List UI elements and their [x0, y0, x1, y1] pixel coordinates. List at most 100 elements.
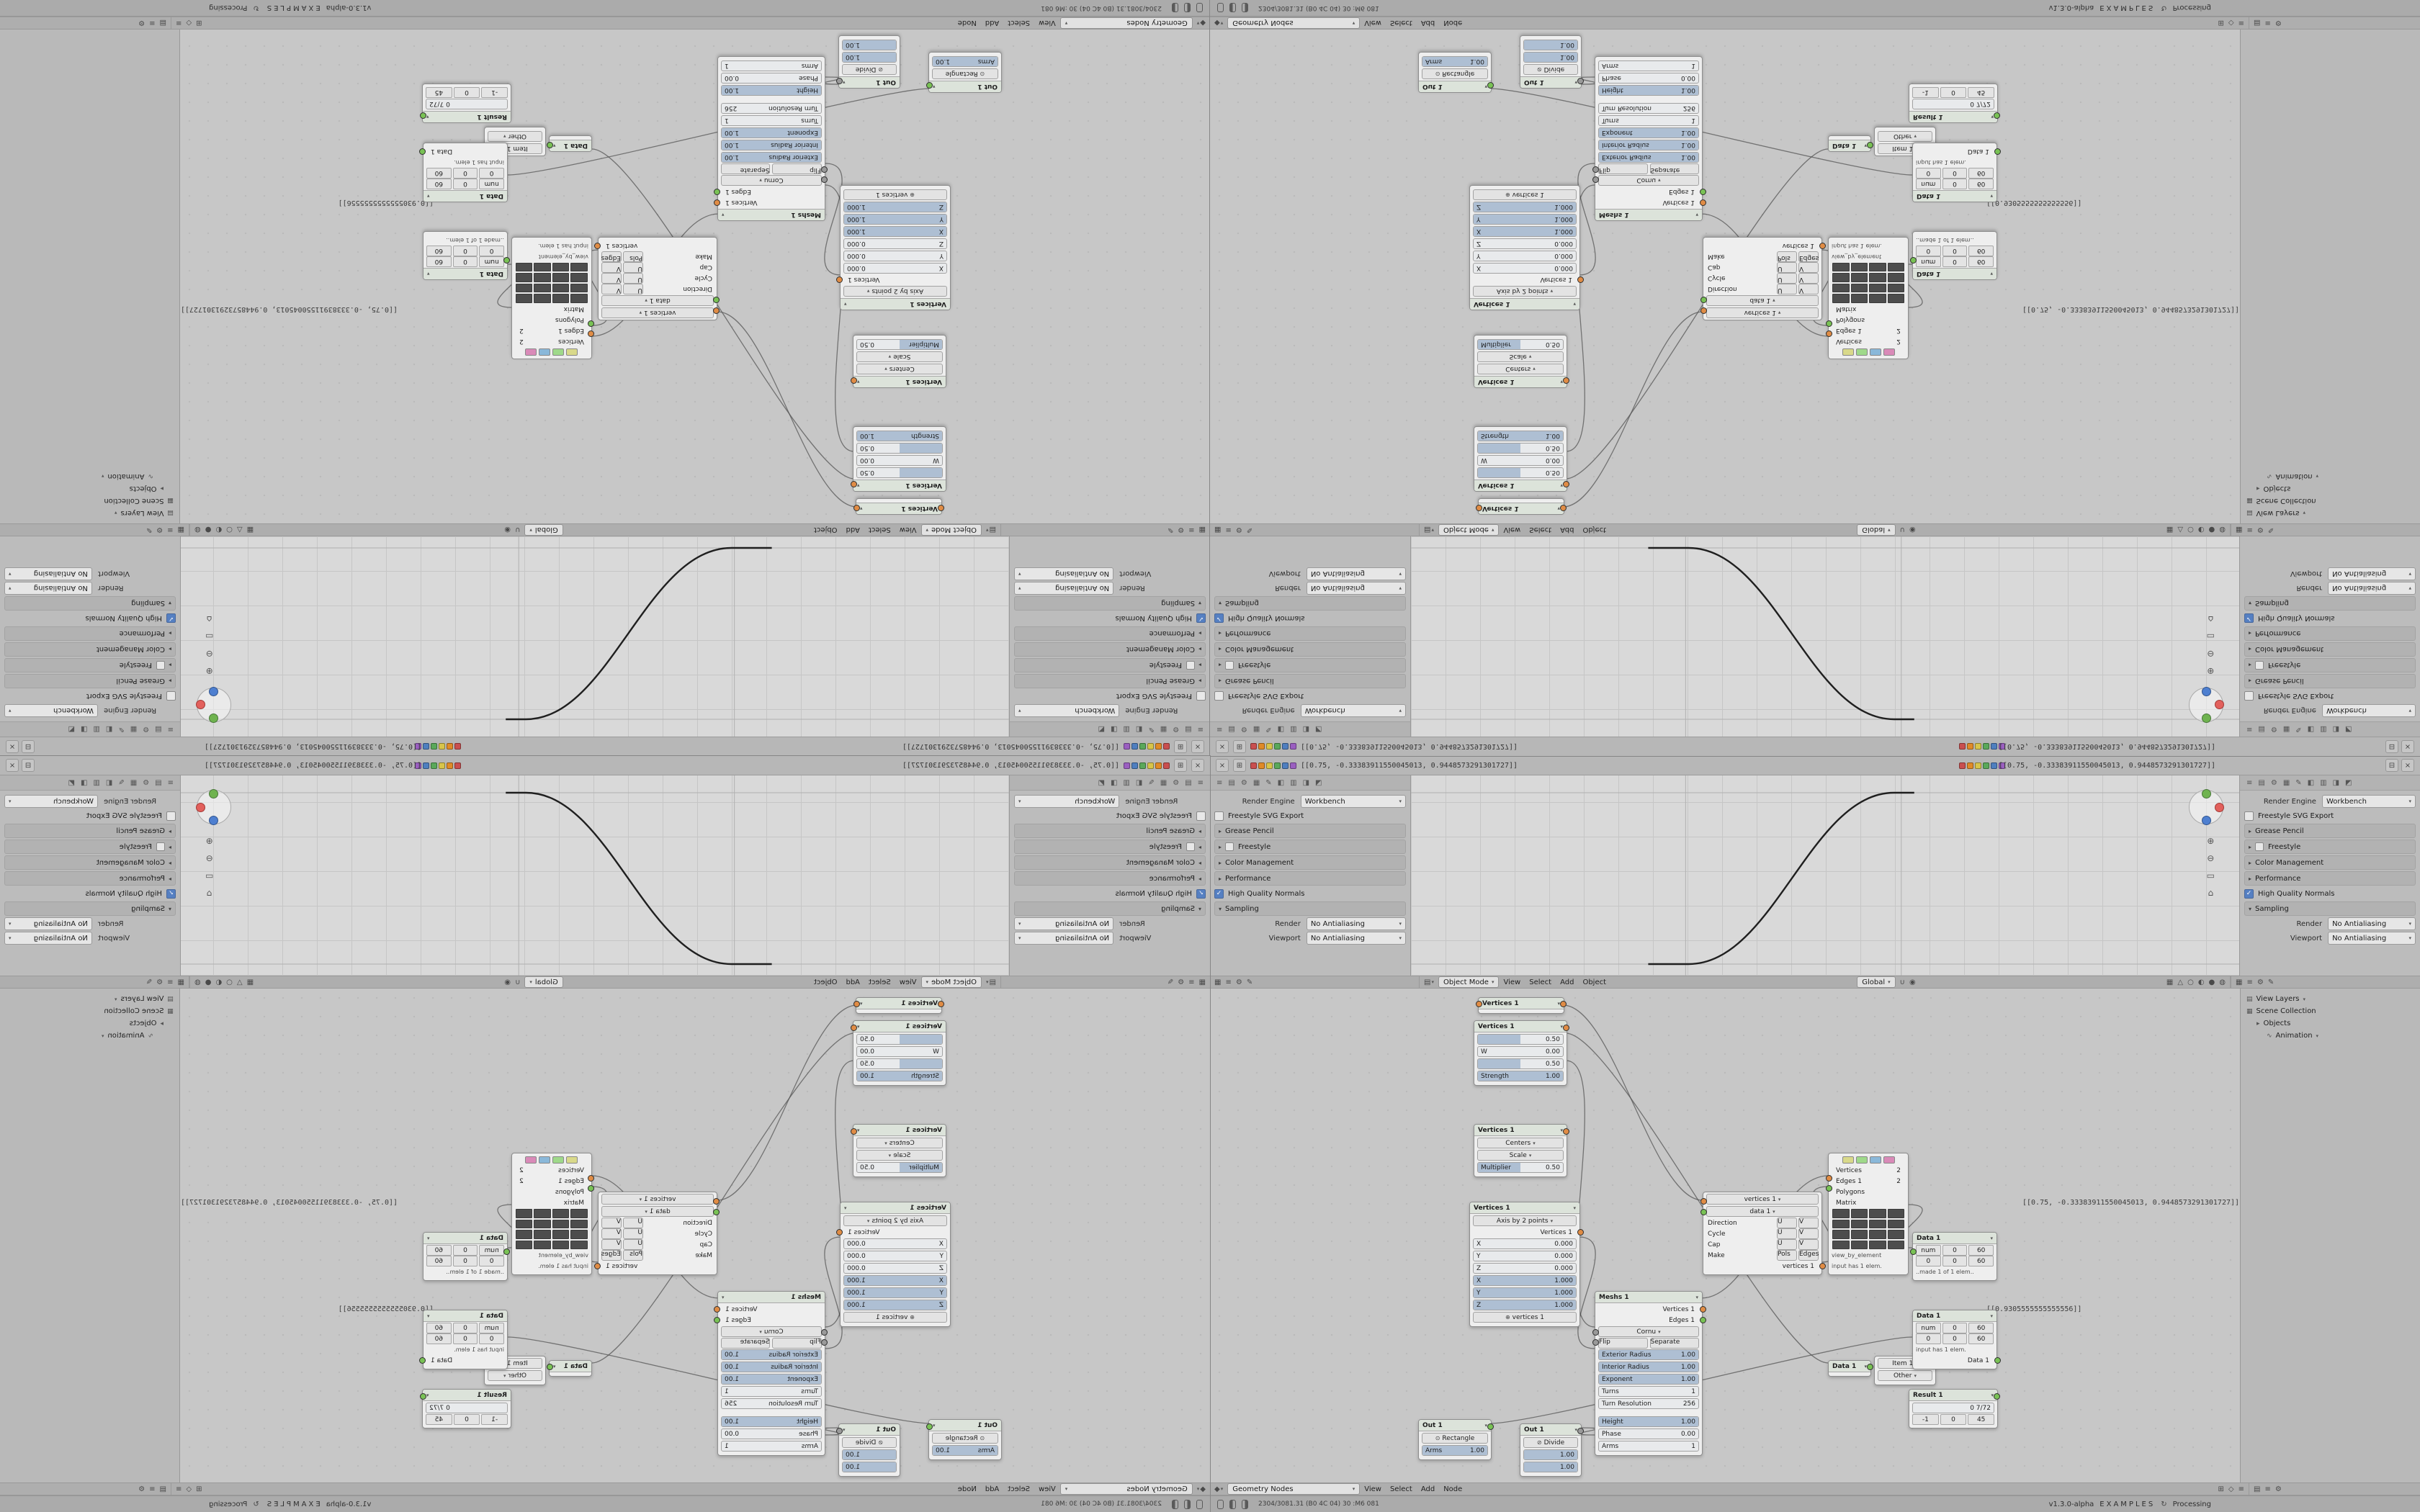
seg-option[interactable]: Pols	[1777, 251, 1797, 262]
triple-cell[interactable]: 0	[452, 256, 478, 267]
properties-tab-icon[interactable]: ◩	[1315, 778, 1322, 787]
swatch-cell[interactable]	[570, 1209, 588, 1218]
viewport-toggle-icon[interactable]: ◍	[194, 526, 201, 534]
node-editor-toggle-icon[interactable]: ⊞	[196, 19, 202, 27]
node-dropdown[interactable]: Scale▾	[1477, 351, 1564, 362]
properties-tab-icon[interactable]: ▦	[2282, 725, 2290, 734]
swatch-cell[interactable]	[552, 273, 570, 282]
node-add-button[interactable]: ⊕vertices 1	[843, 189, 947, 200]
prop-section-header[interactable]: ▸Color Management	[2244, 642, 2416, 657]
properties-tab-icon[interactable]: ▤	[1228, 725, 1235, 734]
swatch-cell[interactable]	[516, 284, 533, 293]
color-swatch[interactable]	[1855, 1156, 1868, 1164]
properties-tab-icon[interactable]: ◩	[68, 778, 75, 787]
swatch-cell[interactable]	[1869, 1240, 1886, 1249]
curve-object[interactable]	[506, 791, 772, 966]
checkbox-icon[interactable]	[1196, 691, 1206, 701]
checkbox-icon[interactable]: ✓	[166, 613, 176, 624]
menu-node[interactable]: Node	[957, 1485, 977, 1493]
swatch-cell[interactable]	[1832, 1219, 1850, 1228]
node-dropdown[interactable]: Centers▾	[1477, 1138, 1564, 1148]
properties-header-icon[interactable]: ▦	[1214, 978, 1222, 986]
triple-cell[interactable]: 0	[452, 1245, 478, 1256]
prop-section-header[interactable]: ▸Color Management	[4, 855, 176, 870]
close-icon[interactable]: ×	[1216, 740, 1229, 753]
viewport-toggle-icon[interactable]: ▦	[246, 978, 254, 986]
close-icon[interactable]: ×	[1216, 759, 1229, 772]
menu-view[interactable]: View	[1503, 978, 1521, 986]
node-dropdown[interactable]: Other▾	[1878, 131, 1932, 142]
outliner-row[interactable]: ▸Objects	[2241, 1017, 2420, 1030]
properties-tab-icon[interactable]: ⚙	[143, 778, 150, 787]
triple-cell[interactable]: -1	[481, 1414, 508, 1425]
node-value-slider[interactable]: 1.00	[1523, 52, 1578, 63]
properties-tab-icon[interactable]: ▦	[130, 725, 138, 734]
triple-cell[interactable]: 0	[1940, 1414, 1967, 1425]
mode-dropdown[interactable]: Object Mode ▾	[1438, 524, 1500, 536]
prop-value-dropdown[interactable]: No Antialiasing▾	[4, 917, 92, 930]
node-value-slider[interactable]: 1.00	[842, 1462, 897, 1472]
viewport-toggle-icon[interactable]: △	[236, 978, 243, 986]
swatch-cell[interactable]	[534, 294, 551, 303]
grid-icon[interactable]: ⊞	[1174, 740, 1187, 753]
node-dropdown[interactable]: Centers▾	[856, 1138, 943, 1148]
color-swatch[interactable]	[539, 1156, 551, 1164]
viewport-nav-icon[interactable]: ▭	[2206, 631, 2215, 642]
color-swatch[interactable]	[566, 1156, 578, 1164]
axis-z-dot[interactable]	[209, 816, 218, 825]
viewport-toggle-icon[interactable]: ○	[226, 526, 233, 534]
viewport-nav-icon[interactable]: ⌂	[206, 614, 212, 624]
node-editor-toggle-icon[interactable]: ≡	[2238, 1485, 2244, 1493]
node-value-slider[interactable]: 0.50	[1477, 467, 1564, 478]
triple-cell[interactable]: 0	[1916, 1333, 1941, 1344]
snap-icon[interactable]: ∪	[515, 526, 521, 534]
triple-cell[interactable]: num	[1916, 256, 1941, 267]
swatch-cell[interactable]	[1869, 263, 1886, 272]
checkbox-icon[interactable]	[1225, 661, 1234, 670]
prop-section-header[interactable]: ▸Freestyle	[1214, 658, 1406, 672]
properties-tab-icon[interactable]: ◨	[1110, 778, 1118, 787]
swatch-cell[interactable]	[1869, 294, 1886, 303]
prop-section-header[interactable]: ▾Sampling	[4, 596, 176, 611]
node-value-slider[interactable]: 0.50	[1477, 443, 1564, 454]
node-n1[interactable]: Vertices 1▾	[1476, 498, 1567, 515]
prop-checkbox-row[interactable]: Freestyle SVG Export	[2244, 809, 2416, 822]
prop-value-dropdown[interactable]: No Antialiasing▾	[2328, 582, 2416, 595]
swatch-cell[interactable]	[516, 1230, 533, 1239]
properties-header-icon[interactable]: ✎	[1246, 978, 1253, 986]
node-button[interactable]: Flip	[772, 163, 822, 174]
properties-tab-icon[interactable]: ▤	[2258, 725, 2265, 734]
orientation-dropdown[interactable]: Global ▾	[524, 524, 563, 536]
prop-value-dropdown[interactable]: Workbench▾	[1300, 704, 1406, 717]
node-dropdown[interactable]: ⊘Divide	[842, 64, 897, 75]
properties-tab-icon[interactable]: ▤	[155, 725, 162, 734]
menu-add[interactable]: Add	[846, 978, 860, 986]
prop-section-header[interactable]: ▸Freestyle	[1014, 840, 1206, 854]
seg-option[interactable]: U	[1777, 284, 1797, 294]
menu-select[interactable]: Select	[1529, 978, 1552, 986]
properties-tab-icon[interactable]: ≡	[1216, 778, 1223, 787]
menu-add[interactable]: Add	[1420, 1485, 1435, 1493]
properties-header-icon[interactable]: ✎	[1167, 526, 1174, 534]
axis-x-dot[interactable]	[196, 700, 205, 709]
menu-add[interactable]: Add	[1420, 19, 1435, 27]
properties-header-icon[interactable]: ✎	[2267, 526, 2275, 534]
properties-tab-icon[interactable]: ✎	[2295, 725, 2302, 734]
